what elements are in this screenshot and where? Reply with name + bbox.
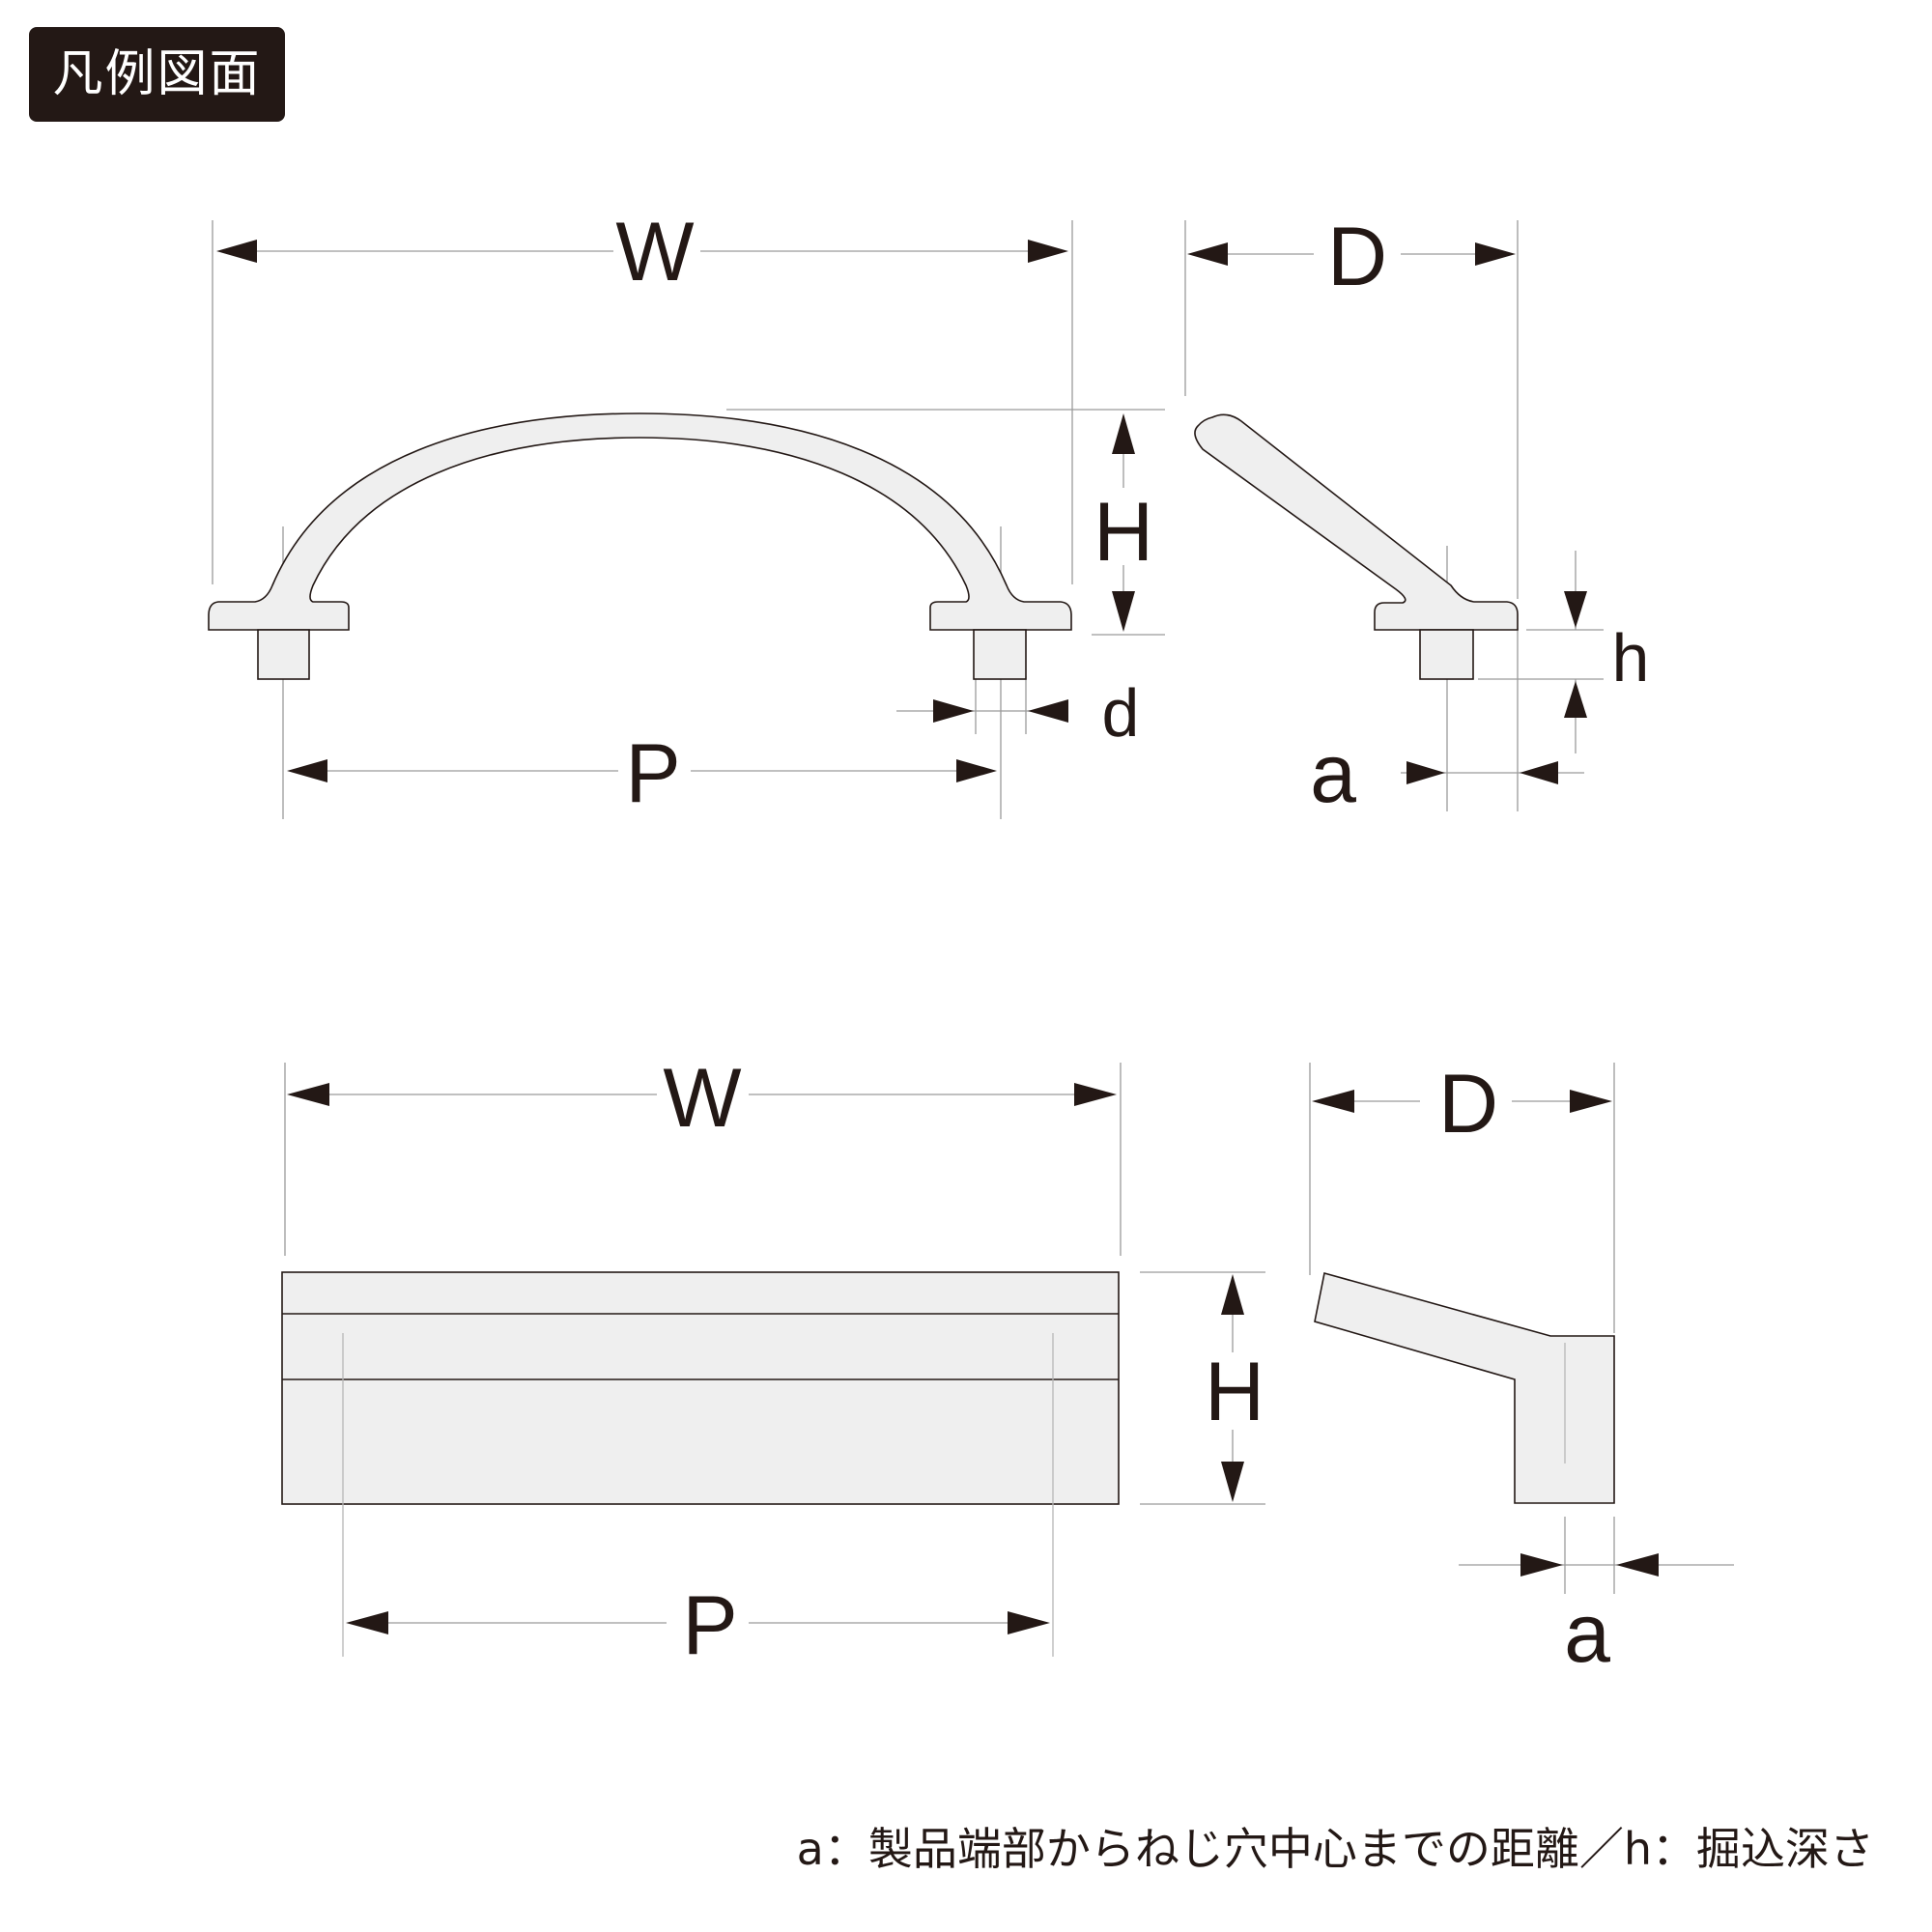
label-p-top: P bbox=[625, 727, 680, 820]
arrow-h-bottom-up bbox=[1221, 1274, 1244, 1315]
label-d-small: d bbox=[1102, 675, 1140, 751]
screw-boss-left bbox=[257, 629, 310, 680]
arrow-w-right bbox=[1028, 240, 1068, 263]
label-d-top: D bbox=[1327, 211, 1387, 303]
top-side-view: D h a bbox=[1184, 211, 1650, 820]
arrow-d-side-right bbox=[1475, 242, 1516, 266]
arrow-p-left bbox=[287, 759, 327, 782]
arched-handle-shape bbox=[208, 412, 1072, 631]
label-a-bottom: a bbox=[1564, 1587, 1610, 1680]
label-w-bottom: W bbox=[663, 1052, 741, 1145]
arrow-a-top-left bbox=[1406, 761, 1445, 784]
bottom-side-view: D a bbox=[1309, 1058, 1734, 1680]
flat-handle-body bbox=[281, 1271, 1120, 1505]
arrow-d-side-left bbox=[1187, 242, 1228, 266]
arrow-p-bottom-left bbox=[346, 1611, 388, 1634]
side-screw-boss bbox=[1419, 629, 1474, 680]
arrow-d-left bbox=[933, 699, 974, 723]
label-p-bottom: P bbox=[682, 1579, 737, 1672]
bottom-front-view: W P H bbox=[281, 1052, 1265, 1672]
arrow-a-bottom-left bbox=[1520, 1553, 1563, 1577]
label-h-top: H bbox=[1094, 486, 1153, 579]
arrow-h-recess-up bbox=[1564, 681, 1587, 718]
arrow-d-right bbox=[1028, 699, 1068, 723]
arrow-p-right bbox=[956, 759, 997, 782]
label-w-top: W bbox=[615, 206, 694, 298]
top-front-view: W P d H bbox=[208, 206, 1165, 820]
arrow-a-top-right bbox=[1520, 761, 1558, 784]
label-d-bottom: D bbox=[1438, 1058, 1498, 1151]
arrow-a-bottom-right bbox=[1616, 1553, 1659, 1577]
arrow-h-down bbox=[1112, 591, 1135, 632]
arrow-w-bottom-right bbox=[1074, 1083, 1117, 1106]
arrow-p-bottom-right bbox=[1008, 1611, 1050, 1634]
label-a-top: a bbox=[1310, 727, 1356, 820]
arrow-h-bottom-down bbox=[1221, 1462, 1244, 1502]
footnote: a：製品端部からねじ穴中心までの距離／h：掘込深さ bbox=[796, 1823, 1874, 1875]
screw-boss-right bbox=[973, 629, 1027, 680]
arrow-h-recess-down bbox=[1564, 591, 1587, 628]
arrow-d-bottom-right bbox=[1570, 1090, 1612, 1113]
arrow-d-bottom-left bbox=[1312, 1090, 1354, 1113]
legend-badge: 凡例図面 bbox=[29, 27, 285, 122]
bottom-side-profile-shape bbox=[1314, 1271, 1615, 1504]
arrow-h-up bbox=[1112, 413, 1135, 454]
label-h-bottom: H bbox=[1205, 1346, 1264, 1438]
label-h-recess: h bbox=[1612, 620, 1650, 696]
side-profile-shape bbox=[1194, 413, 1519, 631]
arrow-w-left bbox=[216, 240, 257, 263]
arrow-w-bottom-left bbox=[287, 1083, 329, 1106]
